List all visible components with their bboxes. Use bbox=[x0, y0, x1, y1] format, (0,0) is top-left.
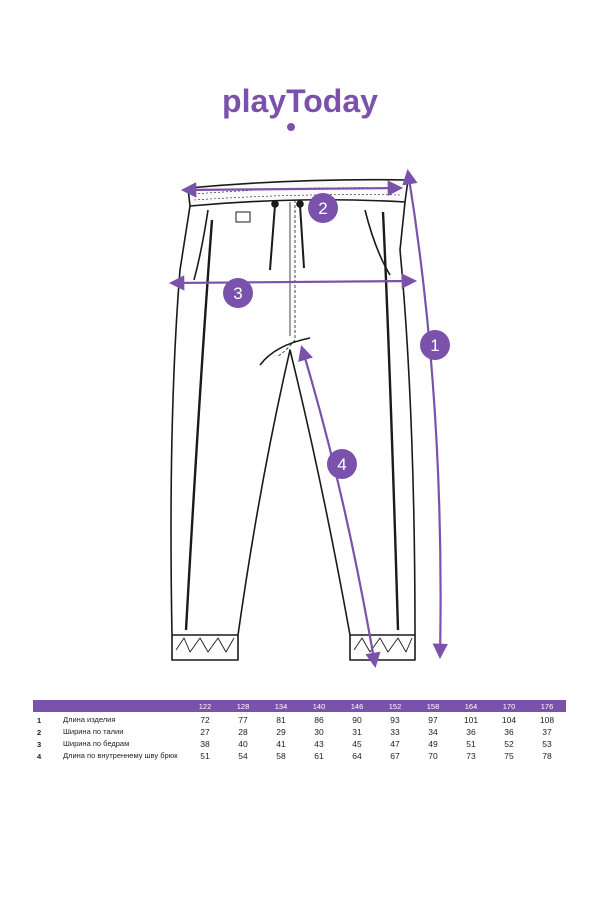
measurement-value: 90 bbox=[352, 715, 362, 725]
measurement-value: 36 bbox=[466, 727, 476, 737]
svg-text:2: 2 bbox=[318, 199, 327, 218]
header-spacer bbox=[33, 700, 63, 712]
measurement-value: 28 bbox=[238, 727, 248, 737]
measurement-value: 108 bbox=[539, 715, 555, 725]
size-header-cell: 158 bbox=[426, 701, 440, 711]
measurement-value: 64 bbox=[352, 751, 362, 761]
table-row: 4 Длина по внутреннему шву брюк 51 54 58 61 64… bbox=[33, 751, 566, 763]
measurement-value: 73 bbox=[466, 751, 476, 761]
size-header-cell: 122 bbox=[198, 701, 212, 711]
measurement-value: 40 bbox=[238, 739, 248, 749]
measurement-value: 30 bbox=[314, 727, 324, 737]
svg-text:3: 3 bbox=[233, 284, 242, 303]
measurement-value: 49 bbox=[428, 739, 438, 749]
measure-line-inseam bbox=[298, 345, 381, 669]
size-header-cell: 176 bbox=[540, 701, 554, 711]
measurement-value: 86 bbox=[314, 715, 324, 725]
brand-logo: playToday bbox=[222, 83, 378, 131]
brand-logo-dot bbox=[287, 123, 295, 131]
size-table-header: 122 128 134 140 146 152 158 164 170 176 bbox=[33, 700, 566, 712]
row-label: Ширина по бедрам bbox=[63, 739, 130, 748]
measurement-value: 54 bbox=[238, 751, 248, 761]
pants-measurement-diagram: 1 2 3 4 bbox=[168, 168, 450, 669]
size-header-cell: 128 bbox=[236, 701, 250, 711]
badge-2: 2 bbox=[308, 193, 338, 223]
measurement-value: 52 bbox=[504, 739, 514, 749]
measurement-value: 58 bbox=[276, 751, 286, 761]
measurement-value: 97 bbox=[428, 715, 438, 725]
size-header-cell: 134 bbox=[274, 701, 288, 711]
row-number: 2 bbox=[37, 728, 42, 737]
measurement-value: 101 bbox=[463, 715, 479, 725]
badge-1: 1 bbox=[420, 330, 450, 360]
measurement-value: 51 bbox=[466, 739, 476, 749]
measurement-value: 75 bbox=[504, 751, 514, 761]
measurement-value: 36 bbox=[504, 727, 514, 737]
measurement-value: 81 bbox=[276, 715, 286, 725]
measurement-value: 27 bbox=[200, 727, 210, 737]
pants-outline bbox=[170, 178, 416, 661]
measurement-value: 45 bbox=[352, 739, 362, 749]
size-header-cell: 170 bbox=[502, 701, 516, 711]
measurement-value: 33 bbox=[390, 727, 400, 737]
size-header-cell: 140 bbox=[312, 701, 326, 711]
header-spacer bbox=[63, 700, 186, 712]
size-header-cell: 146 bbox=[350, 701, 364, 711]
measurement-value: 61 bbox=[314, 751, 324, 761]
measure-line-waist bbox=[180, 180, 404, 198]
size-table: 122 128 134 140 146 152 158 164 170 176 1 Длина из… bbox=[33, 700, 566, 763]
measurement-value: 53 bbox=[542, 739, 552, 749]
measurement-value: 78 bbox=[542, 751, 552, 761]
measure-line-hips bbox=[168, 273, 418, 291]
measurement-value: 34 bbox=[428, 727, 438, 737]
measurement-value: 43 bbox=[314, 739, 324, 749]
size-header-cell: 164 bbox=[464, 701, 478, 711]
badge-3: 3 bbox=[223, 278, 253, 308]
table-row: 3 Ширина по бедрам 38 40 41 43 45 47 49 51 52 53 bbox=[33, 739, 566, 751]
svg-text:1: 1 bbox=[430, 336, 439, 355]
measurement-value: 72 bbox=[200, 715, 210, 725]
measurement-badges: 1 2 3 4 bbox=[223, 193, 450, 479]
row-number: 3 bbox=[37, 740, 42, 749]
row-label: Ширина по талии bbox=[63, 727, 124, 736]
row-label: Длина изделия bbox=[63, 715, 116, 724]
measurement-value: 67 bbox=[390, 751, 400, 761]
measurement-value: 51 bbox=[200, 751, 210, 761]
row-number: 1 bbox=[37, 716, 42, 725]
svg-text:4: 4 bbox=[337, 455, 346, 474]
measurement-value: 31 bbox=[352, 727, 362, 737]
measurement-value: 77 bbox=[238, 715, 248, 725]
measurement-value: 93 bbox=[390, 715, 400, 725]
measurement-value: 104 bbox=[501, 715, 517, 725]
measurement-value: 47 bbox=[390, 739, 400, 749]
measurement-value: 41 bbox=[276, 739, 286, 749]
table-row: 2 Ширина по талии 27 28 29 30 31 33 34 36 36 37 bbox=[33, 727, 566, 739]
badge-4: 4 bbox=[327, 449, 357, 479]
measurement-value: 70 bbox=[428, 751, 438, 761]
measurement-lines bbox=[168, 168, 448, 669]
size-header-cell: 152 bbox=[388, 701, 402, 711]
row-number: 4 bbox=[37, 752, 42, 761]
row-label: Длина по внутреннему шву брюк bbox=[63, 751, 178, 760]
table-row: 1 Длина изделия 72 77 81 86 90 93 97 101 104 108 bbox=[33, 712, 566, 727]
measurement-value: 29 bbox=[276, 727, 286, 737]
brand-logo-text: playToday bbox=[222, 83, 378, 119]
measurement-value: 37 bbox=[542, 727, 552, 737]
measure-line-length bbox=[402, 168, 448, 660]
measurement-value: 38 bbox=[200, 739, 210, 749]
